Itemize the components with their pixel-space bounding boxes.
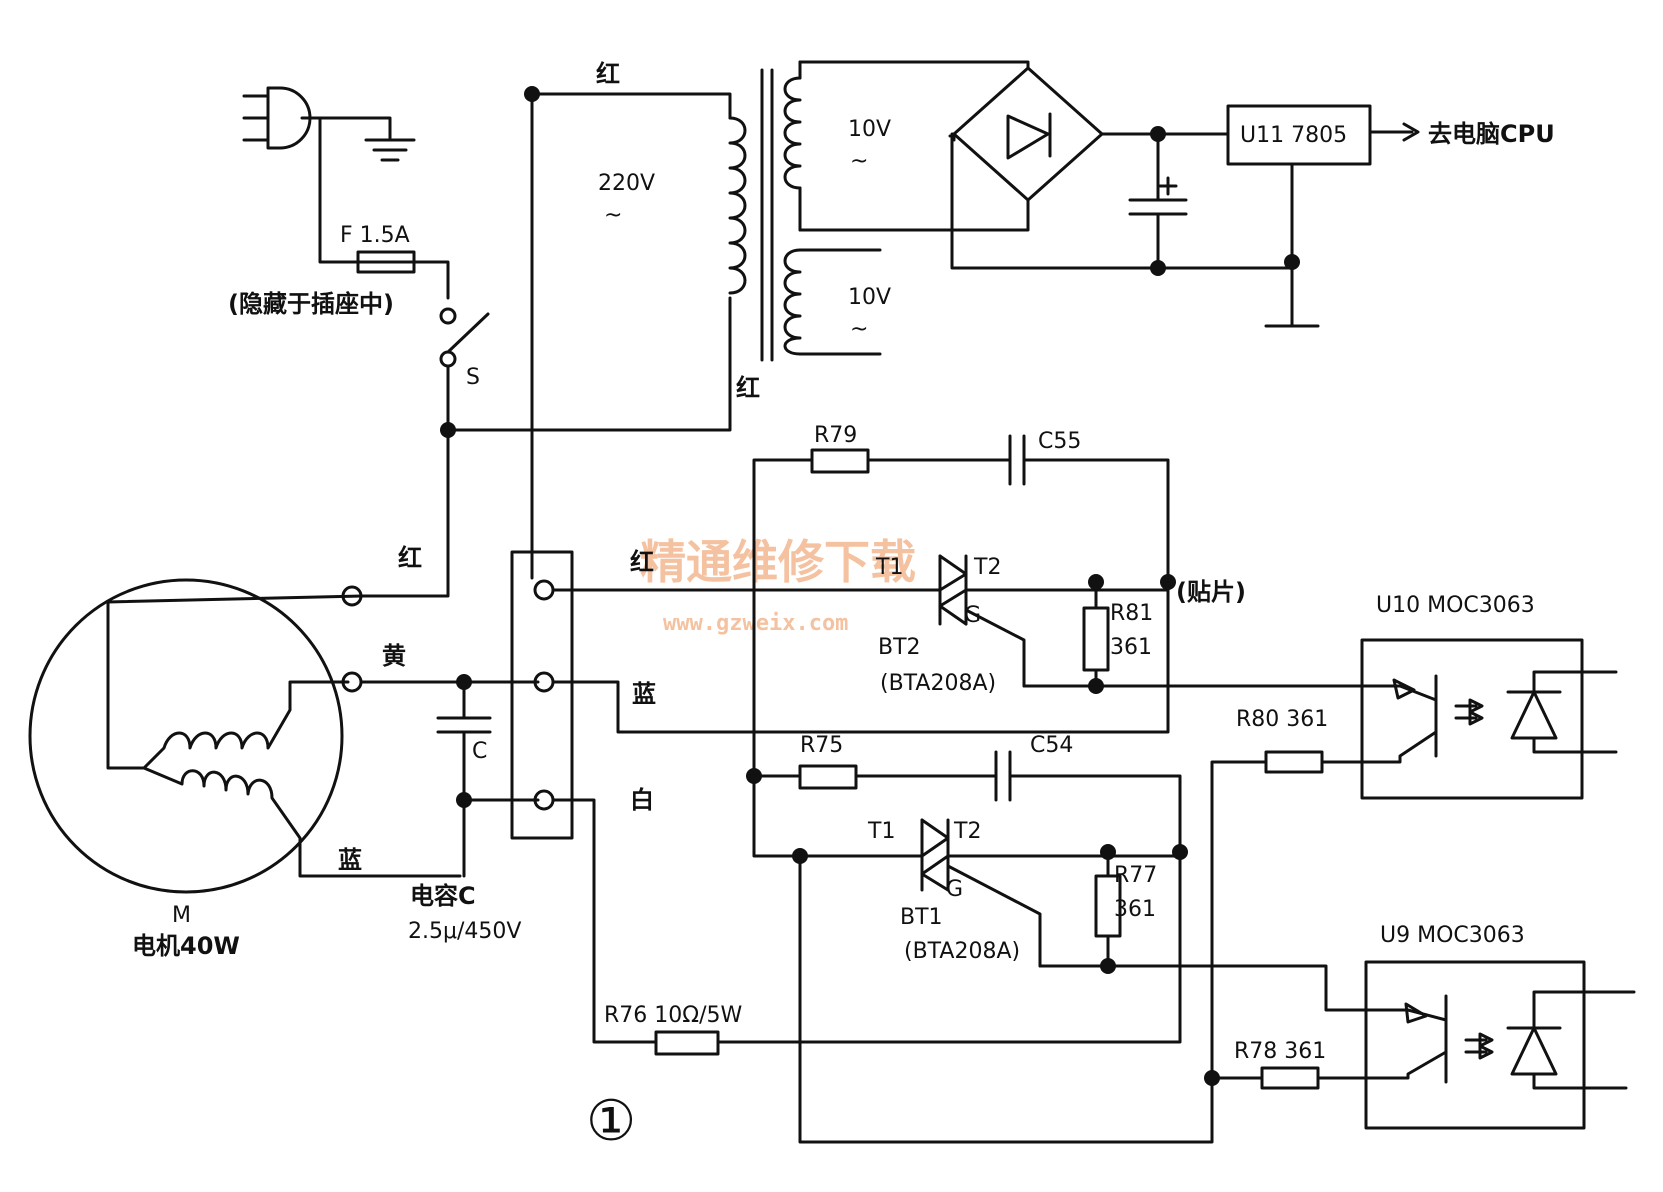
switch-s [439,307,490,368]
label-r76: R76 10Ω/5W [604,1003,742,1028]
power-plug [242,86,312,150]
label-bt1-t1: T1 [867,819,895,844]
label-red-bottom: 红 [736,374,760,402]
label-u10: U10 MOC3063 [1376,593,1535,618]
label-bt2-g: G [964,603,981,628]
label-switch: S [466,365,480,390]
label-10v-a-tilde: ~ [850,149,868,174]
label-yellow: 黄 [382,642,406,670]
resistor-r76 [654,1030,720,1056]
label-patch: (贴片) [1176,578,1246,606]
watermark-url: www.gzweix.com [663,611,848,636]
label-r77: R77 [1114,863,1157,888]
filter-capacitor [1128,132,1188,270]
terminal-block [510,550,574,840]
transformer-primary [728,116,747,295]
motor-capacitor [360,674,492,878]
label-red-motor: 红 [398,544,422,572]
resistor-r78 [1260,1066,1320,1090]
resistor-r81 [1082,606,1110,672]
regulator-u11 [1226,104,1372,166]
label-u9: U9 MOC3063 [1380,923,1525,948]
label-10v-b: 10V [848,285,891,310]
optocoupler-u10 [1360,638,1618,800]
label-cap-value: 2.5μ/450V [408,919,521,944]
capacitor-c54 [994,750,1012,802]
transformer-secondary-2 [783,248,882,356]
label-r75: R75 [800,733,843,758]
label-bt2: BT2 [878,635,921,660]
label-motor-m: M [172,903,191,928]
label-figure-number: ① [586,1089,636,1154]
label-red-top: 红 [596,60,620,88]
resistor-r79 [810,448,870,474]
label-to-cpu: 去电脑CPU [1428,120,1555,148]
label-fuse: F 1.5A [340,223,410,248]
transformer-core [760,68,774,362]
label-bt1-t2: T2 [953,819,981,844]
label-10v-b-tilde: ~ [850,317,868,342]
label-r81: R81 [1110,601,1153,626]
label-c54: C54 [1030,733,1073,758]
label-bt2-part: (BTA208A) [880,671,996,696]
ground-icon [306,116,416,162]
bridge-rectifier [952,66,1104,202]
label-bt1: BT1 [900,905,943,930]
label-220v-tilde: ~ [604,203,622,228]
label-white: 白 [630,786,654,814]
label-regulator: U11 7805 [1240,123,1347,148]
label-r80: R80 361 [1236,707,1328,732]
label-capacitor-c: C [472,739,487,764]
label-c55: C55 [1038,429,1081,454]
label-motor-desc: 电机40W [132,932,240,960]
watermark-text: 精通维修下载 [640,535,916,589]
label-bt1-g: G [946,877,963,902]
fuse-f [348,250,424,274]
resistor-r75 [798,764,858,790]
watermark: 精通维修下载 www.gzweix.com [640,535,916,636]
label-r79: R79 [814,423,857,448]
label-blue-terminal: 蓝 [632,680,656,708]
motor-m [28,578,462,894]
label-bt1-part: (BTA208A) [904,939,1020,964]
label-cap-desc: 电容C [410,882,476,910]
label-bt2-t1: T1 [875,555,903,580]
capacitor-c55 [1008,434,1026,486]
resistor-r80 [1264,750,1324,774]
transformer-secondary-1 [783,60,802,232]
label-blue-motor: 蓝 [338,846,362,874]
optocoupler-u9 [1364,960,1636,1130]
label-10v-a: 10V [848,117,891,142]
label-r78: R78 361 [1234,1039,1326,1064]
label-bt2-t2: T2 [973,555,1001,580]
label-220v: 220V [598,171,655,196]
label-fuse-note: (隐藏于插座中) [228,290,394,318]
label-r81-value: 361 [1110,635,1152,660]
label-red-terminal: 红 [630,548,654,576]
label-r77-value: 361 [1114,897,1156,922]
